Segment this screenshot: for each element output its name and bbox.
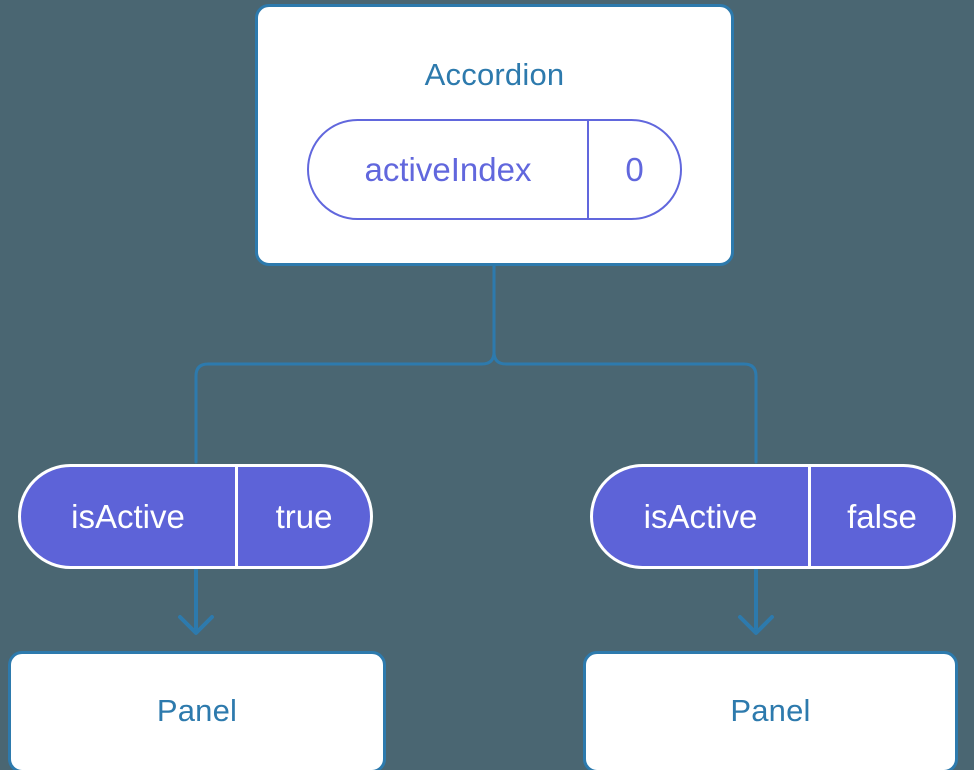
arrow-right-prop-to-panel — [738, 568, 774, 635]
component-box-panel-right[interactable]: Panel — [583, 651, 958, 770]
prop-pill-left-value: true — [235, 467, 370, 566]
state-pill-key: activeIndex — [364, 151, 532, 188]
component-box-panel-left[interactable]: Panel — [8, 651, 386, 770]
prop-pill-left-isactive[interactable]: isActive true — [18, 464, 373, 569]
state-pill-value: 0 — [587, 121, 680, 218]
prop-pill-left-key: isActive — [71, 498, 185, 535]
component-title-panel-right: Panel — [730, 692, 811, 728]
arrow-left-prop-to-panel — [178, 568, 214, 635]
prop-pill-right-isactive[interactable]: isActive false — [590, 464, 956, 569]
tree-branch-connector — [194, 264, 496, 464]
prop-pill-right-value: false — [808, 467, 953, 566]
component-title-accordion: Accordion — [424, 57, 565, 92]
tree-branch-connector-right — [492, 264, 758, 464]
component-title-panel-left: Panel — [156, 692, 238, 728]
prop-pill-right-key: isActive — [643, 498, 758, 535]
state-pill-activeindex[interactable]: activeIndex 0 — [307, 119, 682, 220]
